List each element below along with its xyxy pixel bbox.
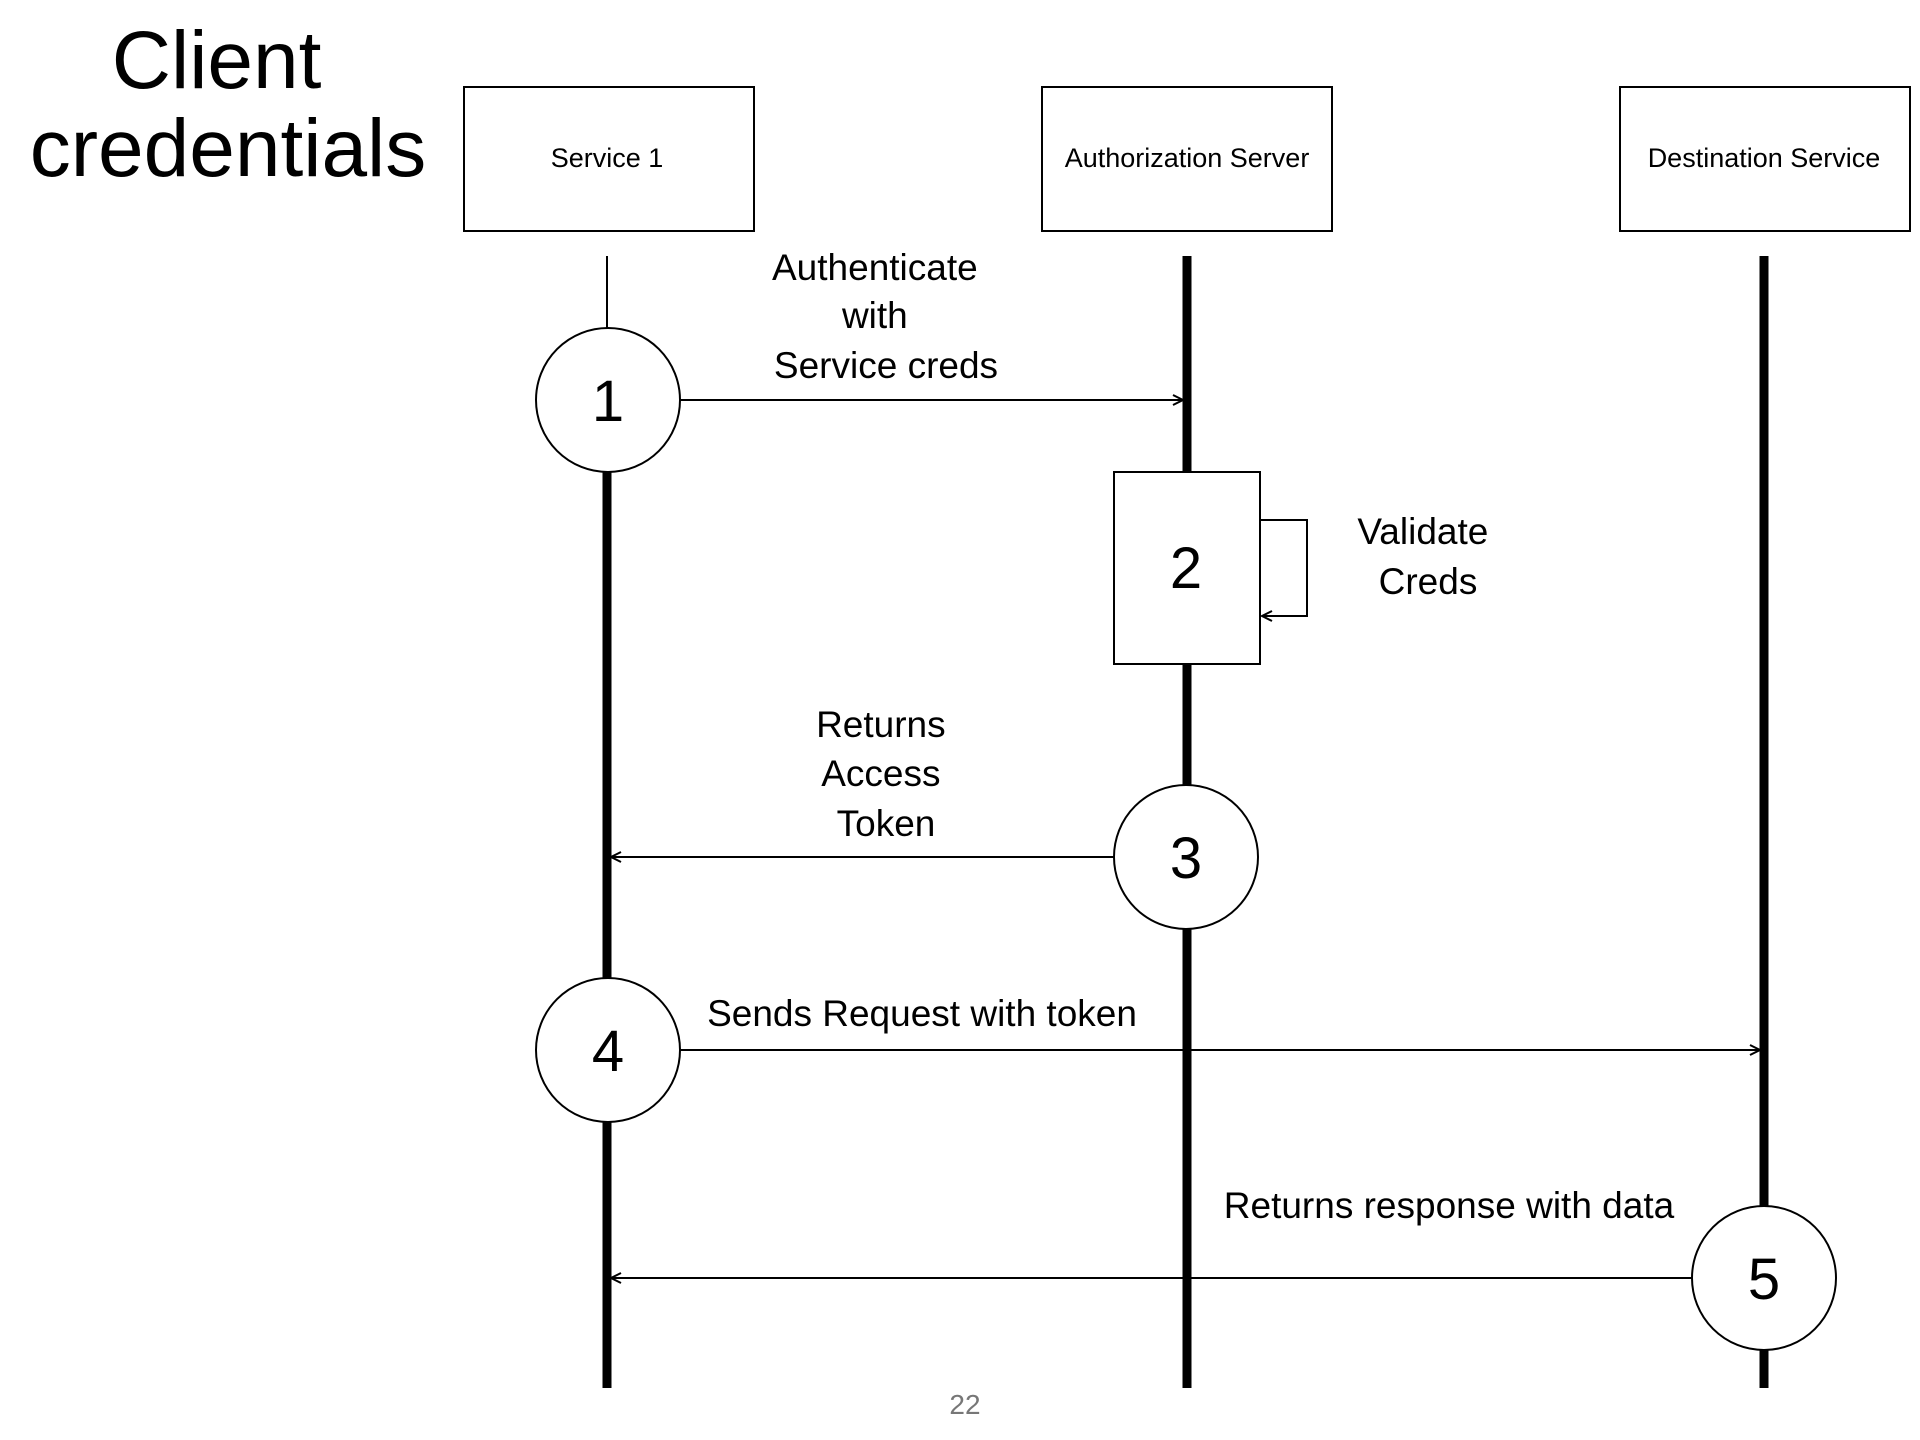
step-5-node	[1691, 1205, 1837, 1351]
participant-authorization-server: Authorization Server	[1041, 86, 1333, 232]
page-number: 22	[949, 1389, 980, 1420]
participant-label: Authorization Server	[1065, 143, 1310, 173]
step-5-label: Returns response with data	[1224, 1185, 1675, 1226]
step-1-number: 1	[592, 369, 624, 434]
participant-label: Destination Service	[1648, 143, 1881, 173]
step-3-node	[1113, 784, 1259, 930]
step-2-label: Validate Creds	[1357, 511, 1498, 602]
participant-destination-service: Destination Service	[1619, 86, 1911, 232]
step-3-number: 3	[1170, 826, 1202, 891]
self-arrow-step-2	[1260, 519, 1308, 616]
step-4-label: Sends Request with token	[707, 993, 1137, 1034]
participant-label: Service 1	[551, 143, 664, 173]
step-5-number: 5	[1748, 1247, 1780, 1312]
step-1-label: Authenticate with Service creds	[772, 247, 998, 386]
step-2-number: 2	[1170, 536, 1202, 601]
step-2-activation-box	[1113, 471, 1261, 665]
slide-title: Client credentials	[30, 15, 427, 194]
participant-service-1: Service 1	[463, 86, 755, 232]
step-4-number: 4	[592, 1019, 624, 1084]
step-1-node	[535, 327, 681, 473]
step-4-node	[535, 977, 681, 1123]
step-3-label: Returns Access Token	[816, 704, 956, 844]
